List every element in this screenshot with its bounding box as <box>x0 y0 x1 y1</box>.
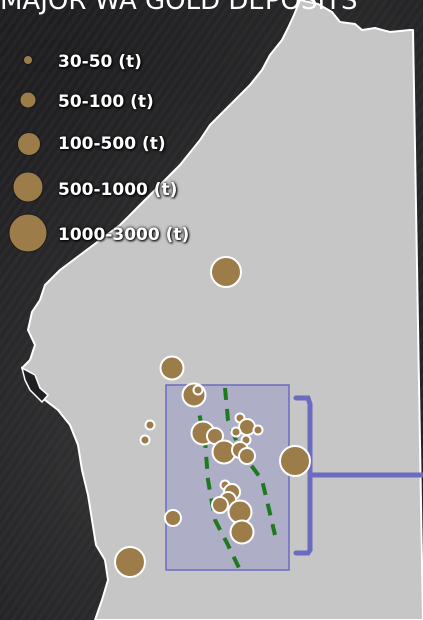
gold-deposit-marker <box>210 256 242 288</box>
gold-deposit-marker <box>192 384 204 396</box>
gold-deposit-marker <box>252 424 264 436</box>
gold-deposit-marker <box>159 355 185 381</box>
legend-marker-1 <box>23 55 33 65</box>
legend-label-5: 1000-3000 (t) <box>58 225 190 245</box>
legend-label-1: 30-50 (t) <box>58 52 142 72</box>
gold-deposit-marker <box>229 519 255 545</box>
gold-deposit-marker <box>211 496 229 514</box>
legend-marker-2 <box>19 91 37 109</box>
gold-deposit-marker <box>238 447 256 465</box>
region-bracket <box>293 395 423 556</box>
legend-label-4: 500-1000 (t) <box>58 180 178 200</box>
legend-marker-3 <box>17 132 41 156</box>
belt-line-east <box>223 387 277 536</box>
gold-deposits <box>114 256 311 578</box>
gold-deposit-marker <box>279 445 311 477</box>
legend-label-2: 50-100 (t) <box>58 92 154 112</box>
legend-markers <box>8 55 48 253</box>
greenstone-belt-lines <box>193 387 277 571</box>
legend-label-3: 100-500 (t) <box>58 134 166 154</box>
gold-deposit-marker <box>114 546 146 578</box>
legend-marker-5 <box>8 213 48 253</box>
gold-deposit-marker <box>144 419 156 431</box>
gold-deposit-marker <box>164 509 182 527</box>
shark-bay-inlet <box>20 366 50 404</box>
belt-line-west <box>193 394 242 571</box>
gold-deposit-marker <box>230 426 242 438</box>
gold-deposit-marker <box>139 434 151 446</box>
map-title: MAJOR WA GOLD DEPOSITS <box>0 0 358 16</box>
legend-marker-4 <box>12 171 44 203</box>
